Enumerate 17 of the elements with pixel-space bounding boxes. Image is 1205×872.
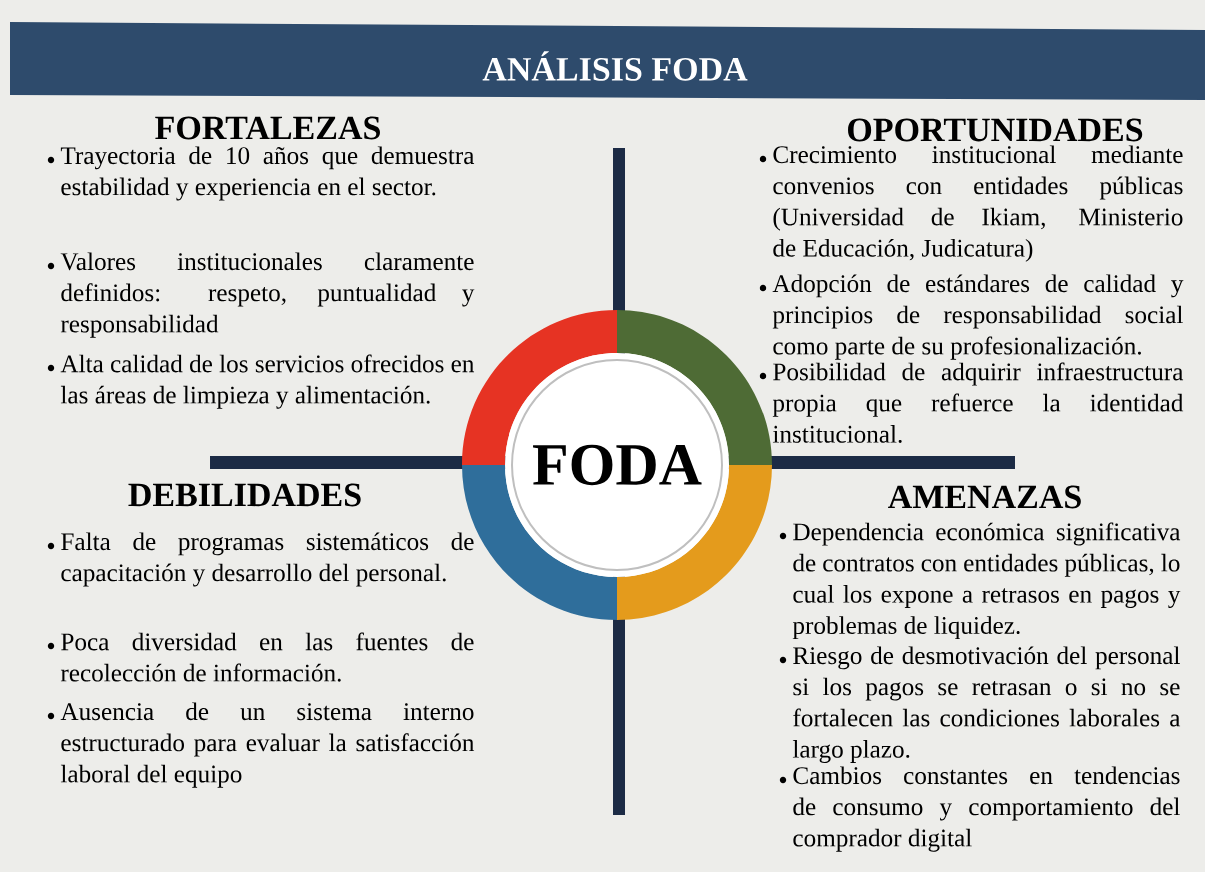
bullet-text: Valores institucionales claramente definidos: respeto, puntualidad y responsabilidad [60,252,475,338]
section-heading: DEBILIDADES [128,483,361,507]
bullet-text: Trayectoria de 10 años que demuestra estabilidad y experiencia en el sector. [60,146,475,201]
bullet-text: Poca diversidad en las fuentes de recolección de información. [60,632,474,682]
section-heading: FORTALEZAS [155,116,380,140]
bullet-text: Cambios constantes en tendencias de consumo y comportamiento del comprador digital [793,766,1180,852]
bullet-text: Crecimiento institucional mediante convenios con entidades públicas (Universidad de Ikiam, Ministerio de Educación, Judicatura) [773,145,1183,262]
bullet-text: Riesgo de desmotivación del personal si los pagos se retrasan o si no se fortalecen las condiciones laborales a largo plazo. [792,646,1181,763]
bullet-text: Dependencia económica significativa de contratos con entidades públicas, lo cual los expone a retrasos en pagos y problemas de liquidez. [792,522,1181,640]
section-heading: OPORTUNIDADES [848,118,1143,142]
bullet-text: Adopción de estándares de calidad y principios de responsabilidad social como parte de su profesionalización. [772,274,1184,360]
bullet-text: Posibilidad de adquirir infraestructura propia que refuerce la identidad institucional. [772,362,1184,443]
title-banner: ANÁLISIS FODA [10,22,1205,100]
section-heading: AMENAZAS [888,485,1081,509]
bullet-text: Ausencia de un sistema interno estructurado para evaluar la satisfacción laboral del equipo [60,702,475,788]
bullet-text: Falta de programas sistemáticos de capacitación y desarrollo del personal. [61,532,474,587]
bullet-text: Alta calidad de los servicios ofrecidos en las áreas de limpieza y alimentación. [60,354,475,409]
